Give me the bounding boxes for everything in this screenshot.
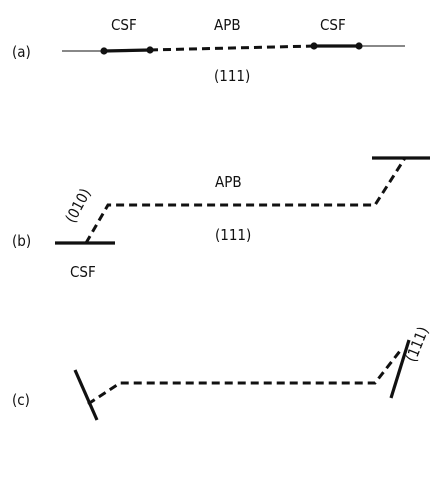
panel-c-left-fault-segment bbox=[73, 369, 99, 421]
panel-a-plane-label: (111) bbox=[214, 67, 250, 85]
panel-c-label: (c) bbox=[12, 391, 30, 409]
panel-a-apb-label: APB bbox=[214, 16, 241, 34]
panel-a-apb-segment bbox=[149, 44, 315, 52]
panel-a-csf-right-label: CSF bbox=[320, 16, 346, 34]
panel-b-apb-label: APB bbox=[215, 173, 242, 191]
panel-a-left-csf-segment bbox=[103, 48, 151, 53]
panel-a-label: (a) bbox=[12, 43, 31, 61]
partial-dislocation-node bbox=[355, 42, 363, 50]
partial-dislocation-node bbox=[310, 42, 318, 50]
partial-dislocation-node bbox=[100, 47, 108, 55]
panel-b-tilted-plane-label: (010) bbox=[62, 185, 95, 225]
panel-a: (a) CSF APB CSF (111) bbox=[12, 16, 405, 85]
partial-dislocation-node bbox=[146, 46, 154, 54]
panel-b-csf-label: CSF bbox=[70, 263, 96, 281]
panel-b: (b) APB (111) CSF (010) bbox=[12, 156, 430, 281]
panel-c-apb-path bbox=[87, 350, 402, 406]
panel-c: (c) (111) bbox=[12, 324, 432, 421]
panel-b-apb-path bbox=[84, 157, 407, 244]
panel-c-right-fault-segment bbox=[389, 339, 411, 399]
panel-b-plane-label: (111) bbox=[215, 226, 251, 244]
panel-a-csf-left-label: CSF bbox=[111, 16, 137, 34]
panel-b-label: (b) bbox=[12, 232, 31, 250]
